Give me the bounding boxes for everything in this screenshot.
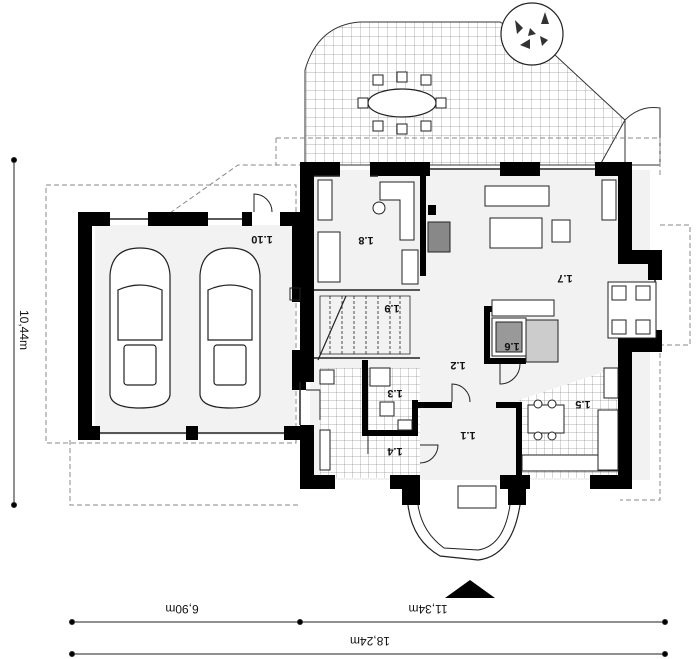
- walls: [78, 162, 662, 505]
- dashed-outlines: [45, 137, 691, 506]
- room-label-1-2: 1.2: [450, 359, 465, 371]
- dimension-lines: [11, 157, 668, 657]
- dimension-total-width: 18,24m: [350, 634, 390, 648]
- terrace-dining-table: [357, 71, 447, 135]
- room-labels: 1.10 1.8 1.9 1.7 1.6 1.2 1.3 1.5 1.1 1.4: [251, 233, 590, 457]
- room-label-1-7: 1.7: [557, 272, 572, 284]
- room-label-1-1: 1.1: [460, 429, 475, 441]
- room-label-1-5: 1.5: [575, 398, 590, 410]
- stairs: [317, 295, 411, 361]
- room-label-1-6: 1.6: [504, 340, 519, 352]
- bathroom-fixtures: [319, 367, 413, 471]
- room-label-1-9: 1.9: [384, 302, 399, 314]
- room-label-1-10: 1.10: [251, 233, 272, 245]
- north-arrow-icon: [445, 580, 495, 598]
- entrance-portico: [407, 485, 521, 561]
- potted-plant-icon: [500, 2, 564, 66]
- dimension-depth: 10,44m: [17, 310, 31, 350]
- terrace: [304, 21, 661, 166]
- utility-room-1-6: [491, 317, 559, 363]
- room-label-1-4: 1.4: [386, 445, 402, 457]
- dimension-right-width: 11,34m: [408, 602, 447, 616]
- car-icon: [109, 247, 261, 409]
- kitchen-furniture: [521, 367, 619, 472]
- partitions: [100, 168, 656, 434]
- dimension-left-width: 6,90m: [165, 602, 198, 616]
- study-furniture: [317, 179, 419, 285]
- room-label-1-3: 1.3: [387, 387, 402, 399]
- doors: [253, 193, 521, 464]
- room-label-1-8: 1.8: [358, 234, 373, 246]
- living-room-furniture: [427, 179, 657, 339]
